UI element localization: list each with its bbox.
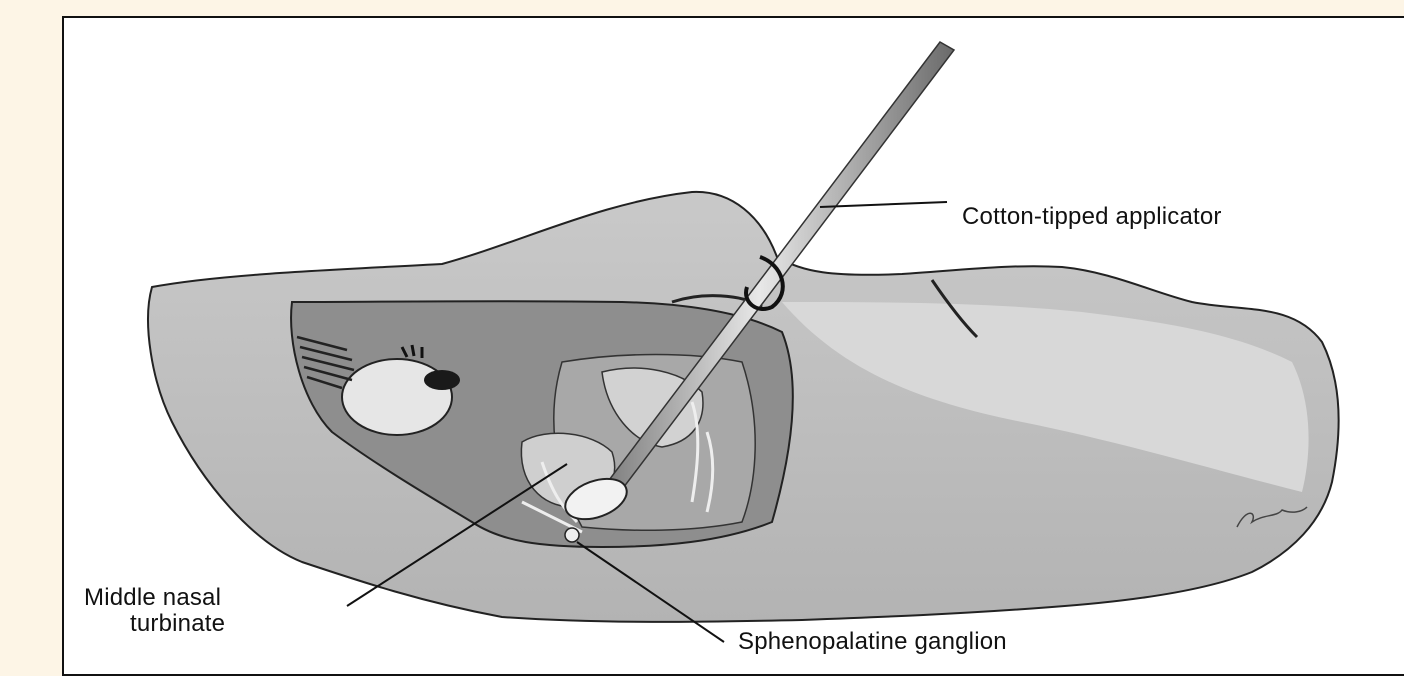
nasal-anatomy-illustration [64,18,1404,676]
label-applicator: Cotton-tipped applicator [962,205,1222,229]
label-ganglion: Sphenopalatine ganglion [738,630,1007,654]
eye [342,359,452,435]
illustration-frame: Cotton-tipped applicator Middle nasal tu… [62,16,1404,676]
eye-pupil [424,370,460,390]
ganglion-marker [565,528,579,542]
label-turbinate-line1: Middle nasal [84,586,221,610]
label-turbinate-line2: turbinate [130,612,225,636]
